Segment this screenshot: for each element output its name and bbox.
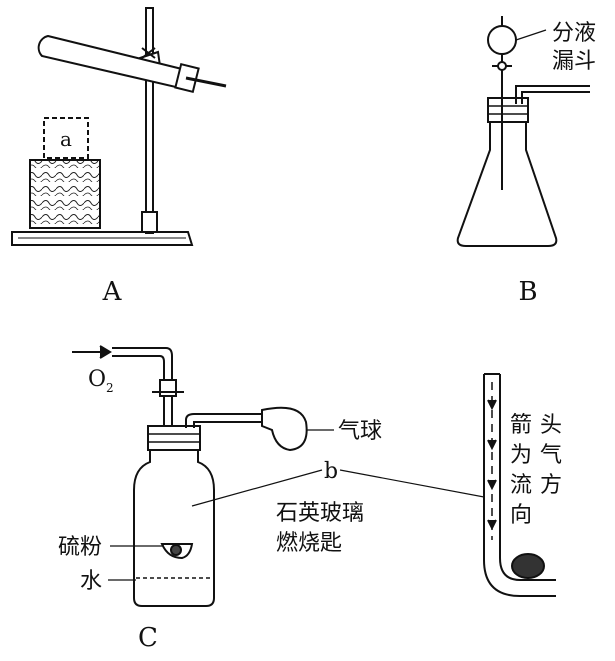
gas-bottle [133, 450, 215, 607]
airflow-tube [483, 374, 556, 597]
sulfur-label: 硫粉 [58, 535, 102, 560]
oxygen-subscript: 2 [106, 381, 114, 395]
oxygen-label: O [88, 367, 106, 392]
spoon-label-2: 燃烧匙 [276, 531, 342, 556]
arrow-note-char-4: 气 [540, 443, 562, 468]
balloon [261, 406, 308, 452]
panel-b-flask-setup [456, 16, 590, 247]
panel-b-label: B [518, 277, 537, 307]
test-tube [37, 34, 227, 94]
spoon-label-1: 石英玻璃 [276, 501, 364, 526]
panel-a-label: A [102, 277, 123, 307]
arrow-note-char-7: 向 [510, 503, 532, 528]
wooden-block [29, 159, 101, 229]
water-label: 水 [80, 569, 102, 594]
arrow-note-char-3: 为 [510, 443, 532, 468]
stand-rod [145, 7, 154, 234]
panel-a-iron-stand-setup [11, 7, 227, 246]
arrow-note-char-6: 方 [540, 473, 562, 498]
bottle-stopper [147, 425, 201, 451]
delivery-tube [515, 85, 590, 104]
funnel-label-2: 漏斗 [552, 49, 596, 74]
sulfur-in-tube [511, 553, 545, 579]
balloon-label: 气球 [338, 419, 382, 444]
oxygen-inlet-tube [112, 347, 173, 520]
panel-c-combustion-setup [72, 345, 556, 607]
separatory-funnel [487, 16, 517, 190]
arrow-note-char-2: 头 [540, 413, 562, 438]
arrow-note-char-1: 箭 [510, 413, 532, 438]
funnel-label-1: 分液 [552, 21, 596, 46]
box-a-label: a [60, 127, 72, 151]
arrow-note-char-5: 流 [510, 473, 532, 498]
pointer-b-label: b [324, 459, 338, 484]
dashed-box-a [43, 117, 89, 159]
panel-c-label: C [138, 623, 158, 653]
balloon-tube [185, 413, 262, 428]
conical-flask [456, 122, 558, 247]
